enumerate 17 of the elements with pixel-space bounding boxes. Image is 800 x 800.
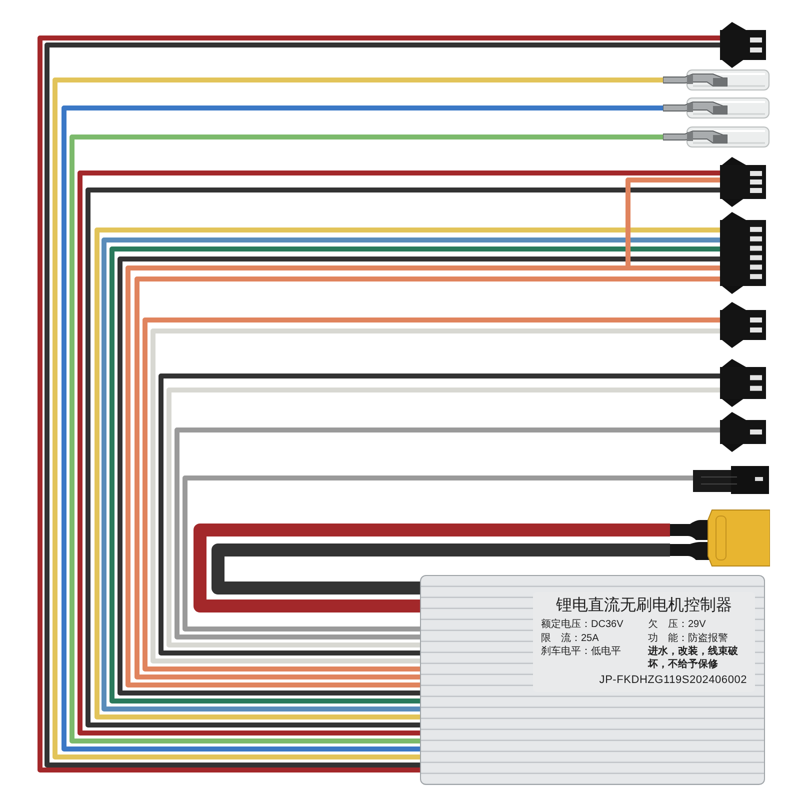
wire: [174, 428, 720, 640]
label-text: 限 流：25A: [541, 632, 600, 645]
wire: [212, 544, 670, 594]
bullet-terminal-drawing: [663, 125, 771, 149]
label-text: 欠 压：29V: [648, 619, 707, 632]
label-text: 额定电压：DC36V: [541, 619, 624, 632]
controller-box: [420, 575, 765, 785]
bullet-terminal-drawing: [663, 68, 771, 92]
label-title: 锂电直流无刷电机控制器: [555, 596, 733, 616]
wire: [182, 476, 693, 632]
wire: [194, 524, 670, 612]
bullet-terminal-drawing: [663, 96, 771, 120]
label-text: 进水，改装，线束破坏，不给予保修: [648, 646, 739, 671]
connector-drawing: [693, 465, 769, 495]
label-text: 功 能：防盗报警: [648, 632, 729, 645]
label-text: 刹车电平：低电平: [541, 646, 622, 658]
serial-number: JP-FKDHZG119S202406002: [598, 674, 747, 688]
